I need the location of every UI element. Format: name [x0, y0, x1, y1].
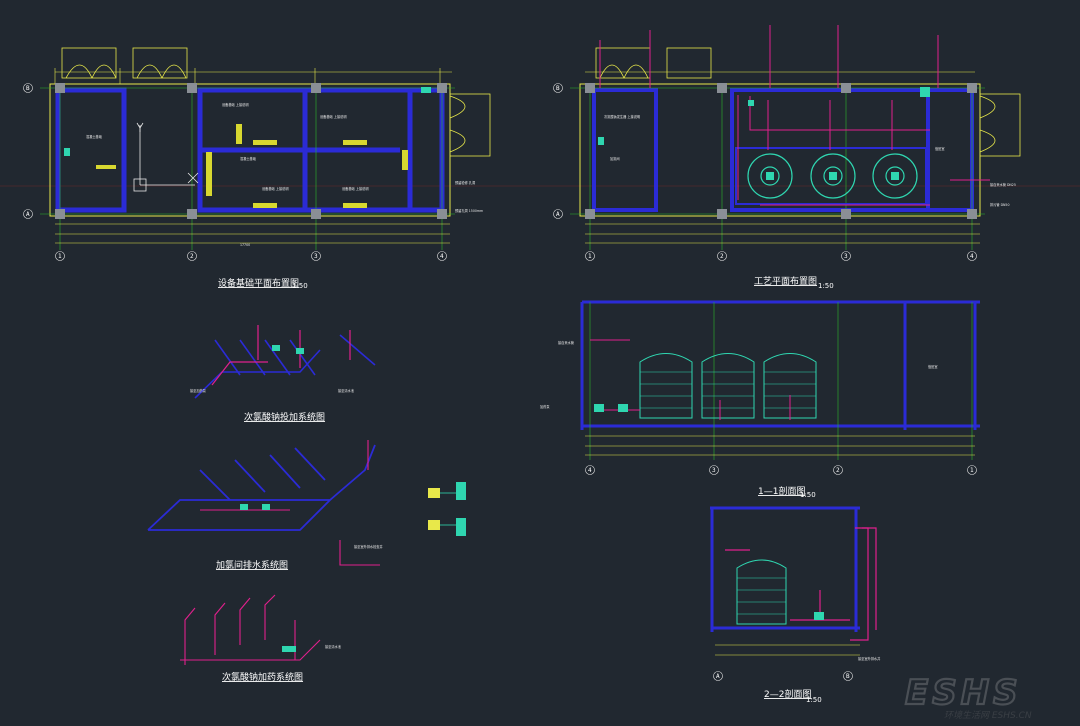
- drawing-scale: 1:50: [292, 282, 308, 290]
- grid-lines: [570, 84, 985, 250]
- svg-text:混凝土基础: 混凝土基础: [240, 156, 256, 161]
- drawing-title: 设备基础平面布置图: [218, 277, 299, 289]
- svg-text:排污管 DN50: 排污管 DN50: [990, 202, 1009, 207]
- acid-system-diagram: 接至清水池 次氯酸钠加药系统图: [180, 594, 342, 683]
- axis-label: 3: [712, 467, 716, 474]
- drainage-system-diagram: 接至室外排水检查井 加氯间排水系统图: [147, 440, 383, 571]
- svg-text:接自来水管 DN25: 接自来水管 DN25: [990, 182, 1016, 187]
- section-tanks: [639, 353, 817, 419]
- outer-wall: [49, 83, 451, 217]
- axis-label: 1: [970, 467, 974, 474]
- marker-cyan: [64, 87, 431, 156]
- foundation-plan: 设备基础 上接说明 设备基础 上接说明 混凝土基础 混凝土基础 设备基础 上接说…: [23, 47, 491, 290]
- axis-label: 4: [970, 253, 974, 260]
- drawing-scale: 1:50: [806, 696, 822, 704]
- annotations: 设备基础 上接说明 设备基础 上接说明 混凝土基础 混凝土基础 设备基础 上接说…: [86, 102, 483, 213]
- svg-text:值班室: 值班室: [928, 364, 938, 369]
- axis-label: 2: [836, 467, 840, 474]
- axis-label: B: [556, 85, 560, 92]
- drawing-title: 加氯间排水系统图: [216, 559, 288, 571]
- axis-bubbles: A B: [713, 671, 853, 681]
- storage-tanks: [735, 147, 927, 205]
- section-2-2: 接至室外排水井 A B 2—2剖面图 1:50: [710, 506, 880, 704]
- door-symbols-top: [595, 47, 1021, 157]
- drawing-title: 2—2剖面图: [764, 688, 811, 700]
- process-plan: 次氯酸钠发生器 上接说明 加氯间 值班室 接自来水管 DN25 排污管 DN50…: [553, 25, 1021, 290]
- dimension-bottom: [585, 435, 975, 456]
- svg-text:接至清水池: 接至清水池: [325, 644, 342, 649]
- axis-bubbles: 1 2 3 4 B A: [553, 83, 977, 261]
- ucs-icon: [133, 122, 199, 192]
- svg-text:设备基础 上接说明: 设备基础 上接说明: [262, 186, 289, 191]
- svg-text:接至清水池: 接至清水池: [338, 388, 355, 393]
- annotations: 次氯酸钠发生器 上接说明 加氯间 值班室 接自来水管 DN25 排污管 DN50: [604, 114, 1016, 207]
- watermark-subtitle: 环境生活网 ESHS.CN: [944, 710, 1032, 721]
- svg-text:接至室外排水检查井: 接至室外排水检查井: [354, 544, 383, 549]
- axis-label: 2: [720, 253, 724, 260]
- drawing-title: 1—1剖面图: [758, 485, 805, 497]
- dimension-bottom: [55, 223, 450, 244]
- watermark: ESHS 环境生活网 ESHS.CN: [904, 672, 1032, 721]
- watermark-logo: ESHS: [905, 673, 1022, 713]
- outer-wall: [579, 83, 981, 217]
- axis-label: 3: [314, 253, 318, 260]
- svg-text:接至室外排水井: 接至室外排水井: [858, 656, 880, 661]
- dimension-bottom: [715, 644, 860, 656]
- axis-label: A: [26, 211, 30, 218]
- total-length: 17700: [240, 243, 250, 247]
- dimension-bottom: [585, 223, 980, 244]
- svg-text:混凝土基础: 混凝土基础: [86, 134, 102, 139]
- svg-text:设备基础 上接说明: 设备基础 上接说明: [342, 186, 369, 191]
- svg-text:值班室: 值班室: [935, 146, 945, 151]
- axis-label: 2: [190, 253, 194, 260]
- axis-bubbles: 4 3 2 1: [585, 465, 977, 475]
- drawing-title: 次氯酸钠投加系统图: [244, 411, 325, 423]
- svg-text:预留孔洞 1500mm: 预留孔洞 1500mm: [455, 208, 483, 213]
- room-walls: [592, 88, 974, 212]
- axis-bubbles: 1 2 3 4 B A: [23, 83, 447, 261]
- columns: [55, 83, 447, 219]
- drawing-scale: 1:50: [818, 282, 834, 290]
- svg-text:接至加药泵: 接至加药泵: [190, 388, 207, 393]
- marker-cyan: [598, 87, 930, 145]
- axis-label: 4: [588, 467, 592, 474]
- section-tank: [736, 559, 787, 625]
- columns: [585, 83, 977, 219]
- axis-label: A: [556, 211, 560, 218]
- svg-text:接自来水管: 接自来水管: [558, 340, 574, 345]
- svg-text:预留检修 孔洞: 预留检修 孔洞: [455, 180, 475, 185]
- drawing-scale: 1:50: [800, 491, 816, 499]
- dimension-top: [54, 68, 452, 84]
- equipment-pads: [96, 124, 408, 208]
- axis-label: 3: [844, 253, 848, 260]
- axis-label: 1: [58, 253, 62, 260]
- axis-label: A: [716, 673, 720, 680]
- foundation-beams: [55, 87, 445, 213]
- svg-text:次氯酸钠发生器 上接说明: 次氯酸钠发生器 上接说明: [604, 114, 640, 119]
- drawing-title: 次氯酸钠加药系统图: [222, 671, 303, 683]
- axis-label: B: [26, 85, 30, 92]
- dosing-system-diagram: 接至加药泵 接至清水池 次氯酸钠投加系统图: [190, 325, 376, 423]
- svg-text:设备基础 上接说明: 设备基础 上接说明: [320, 114, 347, 119]
- svg-text:加氯间: 加氯间: [610, 156, 620, 161]
- grid-lines: [40, 84, 455, 250]
- svg-text:加药泵: 加药泵: [540, 404, 550, 409]
- axis-label: 4: [440, 253, 444, 260]
- axis-label: 1: [588, 253, 592, 260]
- svg-text:设备基础 上接说明: 设备基础 上接说明: [222, 102, 249, 107]
- section-1-1: 接自来水管 加药泵 值班室 4 3 2 1 1—1剖面图 1:50: [540, 300, 980, 499]
- axis-label: B: [846, 673, 850, 680]
- legend-icons: [428, 482, 466, 536]
- drawing-title: 工艺平面布置图: [754, 275, 817, 287]
- process-pipes: [599, 25, 990, 206]
